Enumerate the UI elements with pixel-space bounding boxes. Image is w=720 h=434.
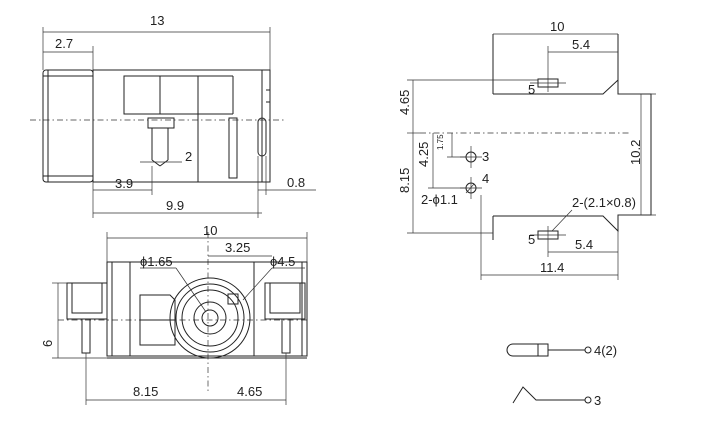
dim-fp-overall-width: 11.4 bbox=[540, 260, 564, 275]
dim-right-offset: 4.65 bbox=[237, 384, 262, 399]
dim-front-width: 10 bbox=[203, 223, 217, 238]
dim-fp-mid-offset: 4.25 bbox=[416, 142, 431, 167]
dim-pin-gap: 2 bbox=[185, 149, 192, 164]
pad-bottom-number: 5 bbox=[528, 232, 535, 247]
dim-tip-length: 2.7 bbox=[55, 36, 73, 51]
dim-fp-pad-bottom: 5.4 bbox=[575, 237, 593, 252]
dim-outer-diameter: ϕ4.5 bbox=[270, 254, 295, 269]
dim-front-height: 6 bbox=[40, 340, 55, 347]
dim-body-length: 9.9 bbox=[166, 198, 184, 213]
dim-fp-vertical-total: 8.15 bbox=[397, 168, 412, 193]
pin4-number: 4 bbox=[482, 171, 489, 186]
dim-fp-small-gap: 1.75 bbox=[436, 134, 445, 150]
pin3-number: 3 bbox=[482, 149, 489, 164]
front-view: 10 3.25 ϕ1.65 ϕ4.5 6 8.15 4.65 bbox=[40, 223, 310, 405]
pcb-footprint: 10 5.4 5 5 4.65 8.15 4.25 1.75 3 4 2-ϕ1.… bbox=[397, 19, 656, 280]
dim-offset-center: 3.25 bbox=[225, 240, 250, 255]
top-view: 13 2.7 2 3.9 0.8 9.9 bbox=[30, 13, 316, 218]
dim-fp-right-height: 10.2 bbox=[628, 140, 643, 165]
dim-pin-thickness: 0.8 bbox=[287, 175, 305, 190]
dim-fp-height-top: 4.65 bbox=[397, 90, 412, 115]
dim-pin-offset: 3.9 bbox=[115, 176, 133, 191]
dim-overall-length: 13 bbox=[150, 13, 164, 28]
schematic-pin-bottom: 3 bbox=[594, 393, 601, 408]
dim-hole-diameter: ϕ1.65 bbox=[140, 254, 173, 269]
schematic-symbols: 4(2) 3 bbox=[506, 343, 617, 408]
pad-top-number: 5 bbox=[528, 82, 535, 97]
dim-fp-width: 10 bbox=[550, 19, 564, 34]
schematic-pin-top: 4(2) bbox=[594, 343, 617, 358]
slot-label: 2-(2.1×0.8) bbox=[572, 195, 636, 210]
dim-fp-pad-top: 5.4 bbox=[572, 37, 590, 52]
dim-left-offset: 8.15 bbox=[133, 384, 158, 399]
hole-label: 2-ϕ1.1 bbox=[421, 192, 458, 207]
